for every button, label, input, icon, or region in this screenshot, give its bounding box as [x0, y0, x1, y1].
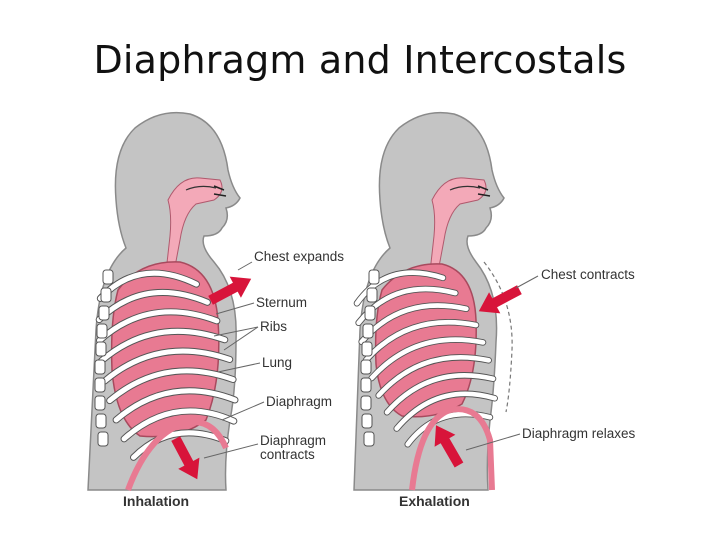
caption-inhalation: Inhalation	[123, 493, 190, 509]
spine-left	[94, 269, 114, 447]
label-diaphragm-contracts-line1: Diaphragm	[260, 433, 327, 448]
label-chest-expands: Chest expands	[254, 249, 345, 264]
label-ribs: Ribs	[260, 319, 288, 334]
label-diaphragm-contracts-line2: contracts	[260, 447, 315, 462]
exhalation-figure	[339, 111, 539, 491]
chest-contracts-arrow	[478, 285, 522, 314]
label-diaphragm: Diaphragm	[266, 394, 333, 409]
diaphragm-left	[125, 418, 229, 492]
leader-lines-left	[203, 261, 265, 459]
label-lung: Lung	[262, 355, 293, 370]
caption-exhalation: Exhalation	[399, 493, 470, 509]
label-diaphragm-relaxes: Diaphragm relaxes	[522, 426, 636, 441]
leader-lines-right	[465, 275, 539, 451]
airway-right	[429, 177, 487, 273]
diaphragm-right	[409, 406, 495, 491]
inhalation-figure	[82, 111, 265, 492]
chest-expands-arrow	[208, 276, 252, 305]
label-diaphragm-contracts: Diaphragm contracts	[260, 434, 326, 462]
label-chest-contracts: Chest contracts	[541, 267, 635, 282]
airway-left	[165, 177, 223, 273]
diaphragm-contracts-arrow	[171, 436, 200, 480]
spine-right	[360, 269, 380, 447]
label-sternum: Sternum	[256, 295, 308, 310]
diaphragm-relaxes-arrow	[434, 425, 464, 468]
slide-title: Diaphragm and Intercostals	[93, 38, 627, 82]
